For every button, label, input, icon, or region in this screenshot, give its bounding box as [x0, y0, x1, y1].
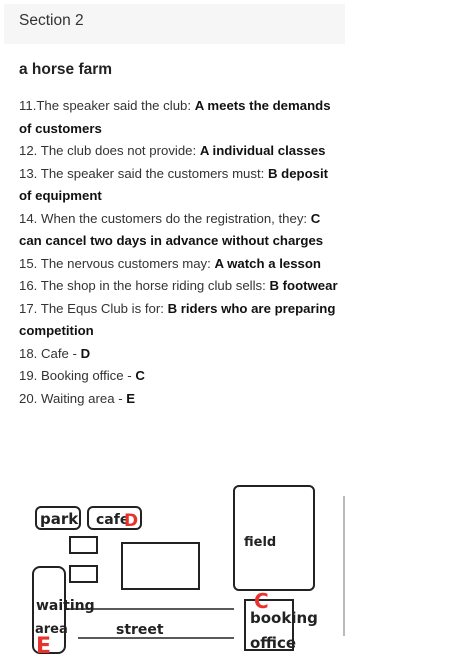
cafe-box — [87, 506, 142, 530]
question-19: 19. Booking office - C — [19, 365, 339, 388]
question-prompt: 12. The club does not provide: — [19, 143, 200, 158]
question-11: 11.The speaker said the club: A meets th… — [19, 95, 339, 140]
middle-building — [121, 542, 200, 590]
question-answer: B riders who are preparing competition — [19, 300, 336, 339]
question-answer: B footwear — [269, 278, 338, 293]
field-label: field — [244, 535, 276, 550]
farm-map: park cafe D field waiting area E street … — [0, 470, 476, 664]
question-answer: E — [126, 390, 136, 406]
question-18: 18. Cafe - D — [19, 343, 339, 366]
question-prompt: 18. Cafe - — [19, 345, 81, 361]
question-15: 15. The nervous customers may: A watch a… — [19, 253, 339, 276]
booking-label-line1: booking — [250, 609, 318, 627]
small-building-2 — [69, 565, 98, 583]
question-list: 11.The speaker said the club: A meets th… — [19, 95, 339, 410]
street-label: street — [116, 622, 164, 638]
question-14: 14. When the customers do the registrati… — [19, 208, 339, 253]
question-answer: A meets the demands of customers — [19, 98, 331, 136]
waiting-area-box — [32, 566, 66, 654]
section-title: Section 2 — [19, 12, 84, 29]
booking-label-line2: office — [250, 634, 296, 652]
question-answer: C can cancel two days in advance without… — [19, 210, 324, 249]
question-prompt: 15. The nervous customers may: — [19, 255, 215, 271]
question-prompt: 16. The shop in the horse riding club se… — [19, 278, 270, 293]
question-prompt: 17. The Equs Club is for: — [19, 300, 168, 316]
question-12: 12. The club does not provide: A individ… — [19, 140, 339, 163]
question-answer: A individual classes — [199, 143, 326, 158]
park-box — [35, 506, 81, 530]
cafe-answer-mark: D — [124, 511, 138, 531]
field-area — [233, 485, 315, 591]
waiting-label-line1: waiting — [36, 598, 95, 614]
question-prompt: 20. Waiting area - — [19, 390, 127, 406]
question-prompt: 13. The speaker said the customers must: — [19, 165, 268, 181]
question-16: 16. The shop in the horse riding club se… — [19, 275, 339, 298]
question-prompt: 14. When the customers do the registrati… — [19, 210, 311, 226]
question-answer: D — [80, 345, 91, 361]
section-header: Section 2 — [4, 4, 345, 44]
question-17: 17. The Equs Club is for: B riders who a… — [19, 298, 339, 343]
question-13: 13. The speaker said the customers must:… — [19, 163, 339, 208]
park-label: park — [40, 510, 79, 528]
question-20: 20. Waiting area - E — [19, 388, 339, 411]
booking-answer-mark: C — [254, 589, 269, 613]
waiting-answer-mark: E — [36, 634, 51, 659]
booking-office-box — [244, 599, 294, 651]
question-prompt: 19. Booking office - — [19, 368, 136, 383]
question-answer: A watch a lesson — [214, 255, 321, 271]
map-drawing: park cafe D field waiting area E street … — [32, 485, 345, 659]
question-answer: C — [135, 368, 145, 383]
waiting-label-line2: area — [35, 622, 68, 637]
question-answer: B deposit of equipment — [19, 165, 329, 204]
question-prompt: 11.The speaker said the club: — [19, 98, 195, 113]
page-title: a horse farm — [19, 61, 113, 78]
small-building-1 — [69, 536, 98, 554]
cafe-label: cafe — [96, 512, 129, 528]
